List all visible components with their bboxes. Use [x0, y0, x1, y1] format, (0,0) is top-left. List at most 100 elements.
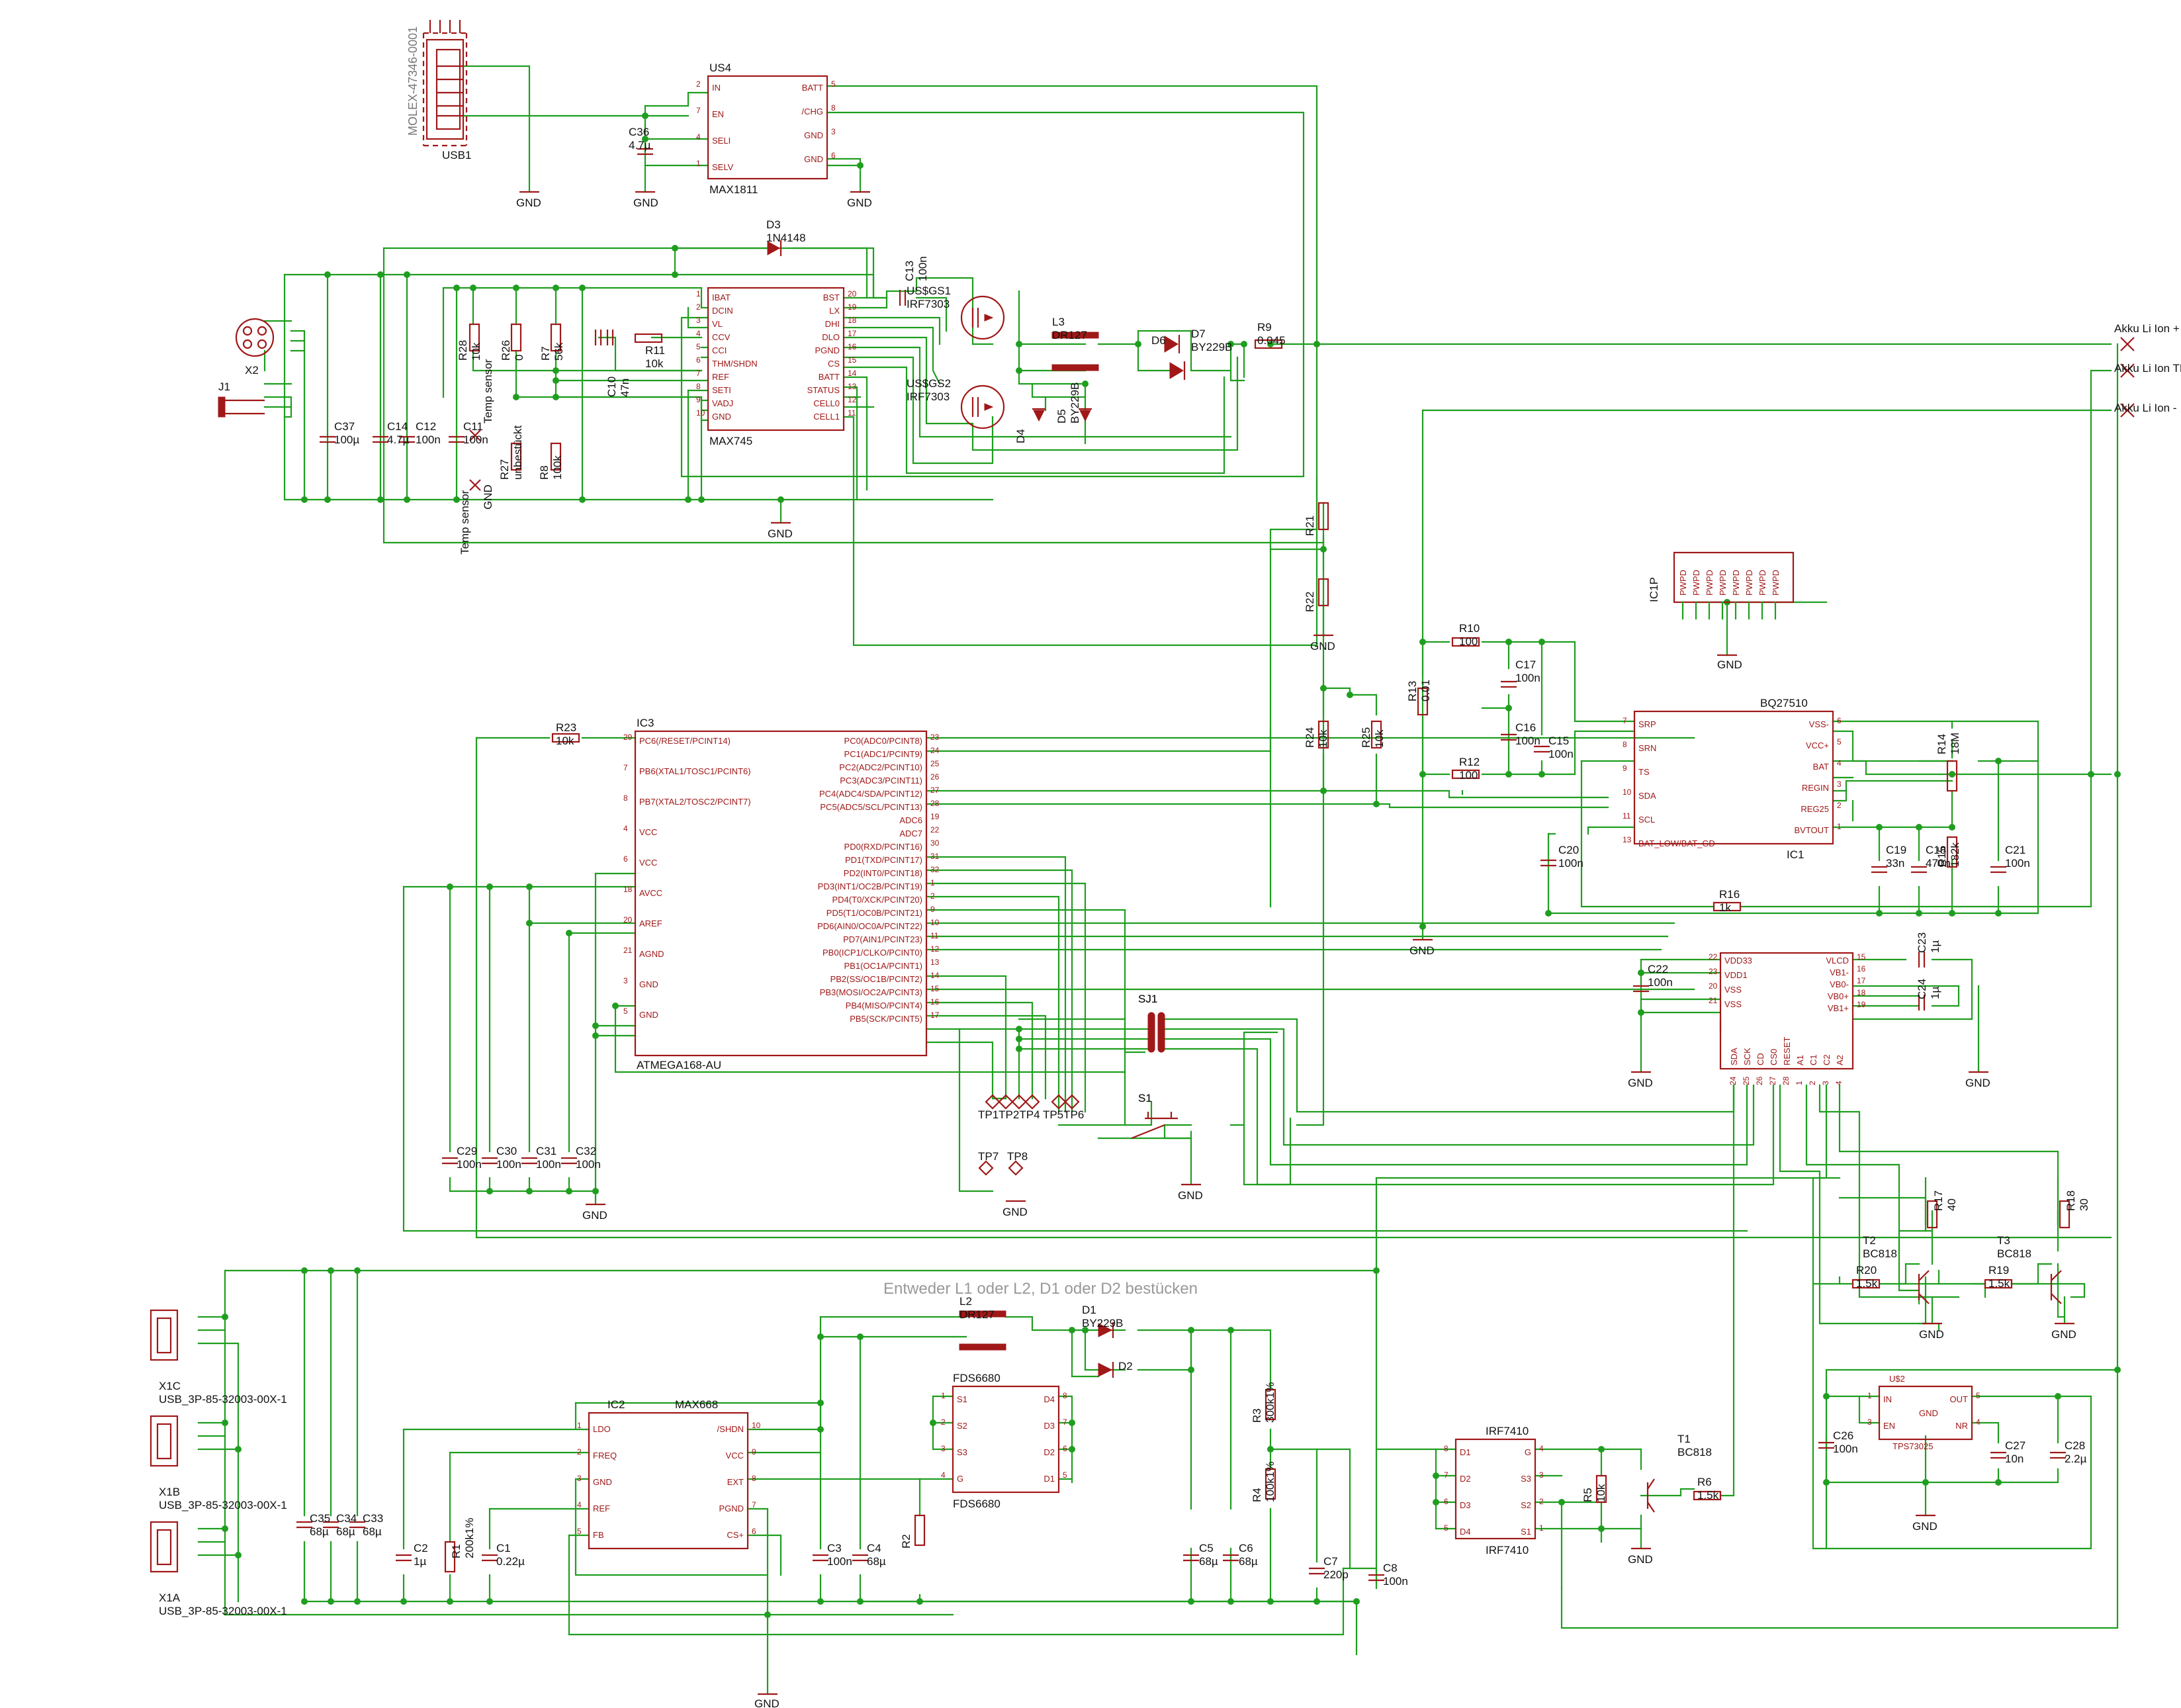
- pwr-pinnum-right: 17: [1857, 976, 1866, 985]
- ic2-pinnum-right: 6: [752, 1527, 756, 1536]
- value-c21: 100n: [2005, 857, 2030, 870]
- ref-r21: R21: [1304, 516, 1316, 536]
- bq-pin-right: VSS-: [1809, 719, 1829, 729]
- value-l2: DR127: [959, 1308, 995, 1321]
- ic2-pin-right: PGND: [719, 1504, 744, 1513]
- fds-pinnum-right: 8: [1063, 1391, 1067, 1400]
- ref-r2: R2: [900, 1534, 912, 1549]
- ic3-pinnum-right: 31: [930, 852, 940, 861]
- ref-c31: C31: [536, 1145, 556, 1157]
- value-c20: 100n: [1558, 857, 1583, 870]
- ic3-pin-right: PB4(MISO/PCINT4): [846, 1001, 922, 1011]
- max745-pinnum-right: 13: [848, 382, 857, 391]
- max745-pin-left: GND: [712, 412, 731, 422]
- ic3-pin-right: ADC6: [899, 815, 922, 825]
- gnd-8: GND: [1965, 1077, 1990, 1089]
- ref-r18: R18: [2065, 1191, 2077, 1211]
- ref-t1: T1: [1677, 1433, 1691, 1445]
- max745-pinnum-right: 15: [848, 355, 857, 365]
- ic3-pinnum-right: 25: [930, 759, 940, 768]
- u4-pinnum-left: 1: [696, 159, 701, 168]
- ref-c3: C3: [827, 1542, 842, 1554]
- max745-pin-right: BST: [823, 292, 840, 302]
- value-c6: 68µ: [1239, 1555, 1258, 1568]
- ref-r4: R4: [1251, 1488, 1263, 1502]
- max745-pinnum-left: 7: [696, 369, 701, 378]
- value-r6: 1.5k: [1697, 1489, 1719, 1502]
- pwr-pin-bottom: C2: [1822, 1054, 1832, 1065]
- max745-pinnum-left: 6: [696, 355, 701, 365]
- ref-c14: C14: [387, 420, 408, 433]
- ic3-pinnum-right: 32: [930, 865, 940, 874]
- max745-pinnum-right: 17: [848, 329, 857, 338]
- bq-pinnum-right: 4: [1837, 758, 1842, 768]
- ic3-pin-left: VCC: [639, 827, 657, 837]
- ic3-pin-right: PB0(ICP1/CLKO/PCINT0): [823, 948, 922, 958]
- pwr-pin-left: VDD33: [1724, 956, 1752, 966]
- ic3-pin-left: AGND: [639, 949, 664, 959]
- ref-c22: C22: [1648, 963, 1668, 975]
- ref-c36: C36: [629, 126, 649, 138]
- max745-pinnum-right: 20: [848, 289, 857, 298]
- tps-pin-left: EN: [1883, 1421, 1895, 1431]
- ref-c28: C28: [2065, 1439, 2085, 1452]
- ic3-pin-right: PC0(ADC0/PCINT8): [844, 736, 922, 746]
- bq-pin-right: REG25: [1801, 804, 1829, 814]
- value-r18: 30: [2078, 1198, 2090, 1211]
- value-r9: 0.045: [1257, 334, 1286, 347]
- bq-pinnum-left: 8: [1623, 740, 1627, 749]
- value-r13: 0.01: [1419, 680, 1432, 701]
- u4-pin-left: IN: [712, 83, 721, 93]
- temp-sensor-label-1: Temp sensor: [482, 359, 494, 424]
- ref-usgs2: US$GS2: [907, 377, 951, 390]
- temp-sensor-label-2: Temp sensor: [459, 490, 471, 555]
- value-c5: 68µ: [1199, 1555, 1218, 1568]
- ic2-pin-left: LDO: [593, 1424, 611, 1434]
- ref-sj1: SJ1: [1138, 993, 1157, 1005]
- ref-c18: C18: [1926, 844, 1946, 856]
- ref-c26: C26: [1833, 1429, 1853, 1442]
- ref-c16: C16: [1515, 721, 1536, 734]
- wires: [197, 65, 2119, 1695]
- gnd-15: GND: [1912, 1520, 1937, 1533]
- value-c29: 100n: [457, 1158, 482, 1171]
- pwr-pin-left: VSS: [1724, 985, 1742, 995]
- value-x1a: USB_3P-85-32003-00X-1: [159, 1605, 287, 1617]
- max745-pinnum-right: 12: [848, 395, 857, 404]
- ic1p-pin: PWPD: [1705, 570, 1714, 596]
- pwr-pin-bottom: C1: [1808, 1054, 1818, 1065]
- ic2-pinnum-left: 2: [577, 1447, 582, 1457]
- usb1-ref: USB1: [442, 149, 471, 161]
- u4-pin-right: /CHG: [802, 107, 824, 116]
- fds-pin-left: G: [957, 1474, 963, 1484]
- irf-pinnum-right: 4: [1539, 1444, 1544, 1453]
- max745-pinnum-left: 9: [696, 395, 701, 404]
- ic3-pin-right: PB2(SS/OC1B/PCINT2): [830, 974, 922, 984]
- value-c15: 100n: [1548, 748, 1574, 760]
- ref-r23: R23: [556, 721, 576, 734]
- max745-pinnum-right: 11: [848, 408, 856, 418]
- ref-l3: L3: [1052, 316, 1065, 328]
- pwr-pinnum-bottom: 3: [1821, 1081, 1830, 1085]
- value-r19: 1.5k: [1988, 1277, 2010, 1290]
- u4-pinnum-left: 7: [696, 106, 701, 115]
- gnd-13: GND: [2051, 1328, 2076, 1341]
- value-c30: 100n: [496, 1158, 521, 1171]
- ic2-pinnum-left: 5: [577, 1527, 582, 1536]
- max745-pinnum-right: 18: [848, 316, 857, 325]
- ref-r5: R5: [1581, 1488, 1594, 1502]
- value-r23: 10k: [556, 735, 574, 747]
- bq-pin-left: SDA: [1638, 791, 1656, 801]
- ic3-pinnum-right: 9: [930, 905, 935, 914]
- value-usgs1: IRF7303: [907, 298, 950, 310]
- ic3-pinnum-left: 21: [623, 946, 633, 955]
- tps-pin-left: IN: [1883, 1394, 1892, 1404]
- fds-pin-right: D4: [1044, 1394, 1055, 1404]
- max745-pin-right: CELL1: [813, 412, 840, 422]
- bq-part: BQ27510: [1760, 697, 1808, 709]
- max745-pinnum-left: 8: [696, 382, 701, 391]
- bq-pin-right: BVTOUT: [1795, 825, 1830, 835]
- ic3-pinnum-right: 26: [930, 772, 940, 782]
- ref-r14: R14: [1936, 734, 1948, 754]
